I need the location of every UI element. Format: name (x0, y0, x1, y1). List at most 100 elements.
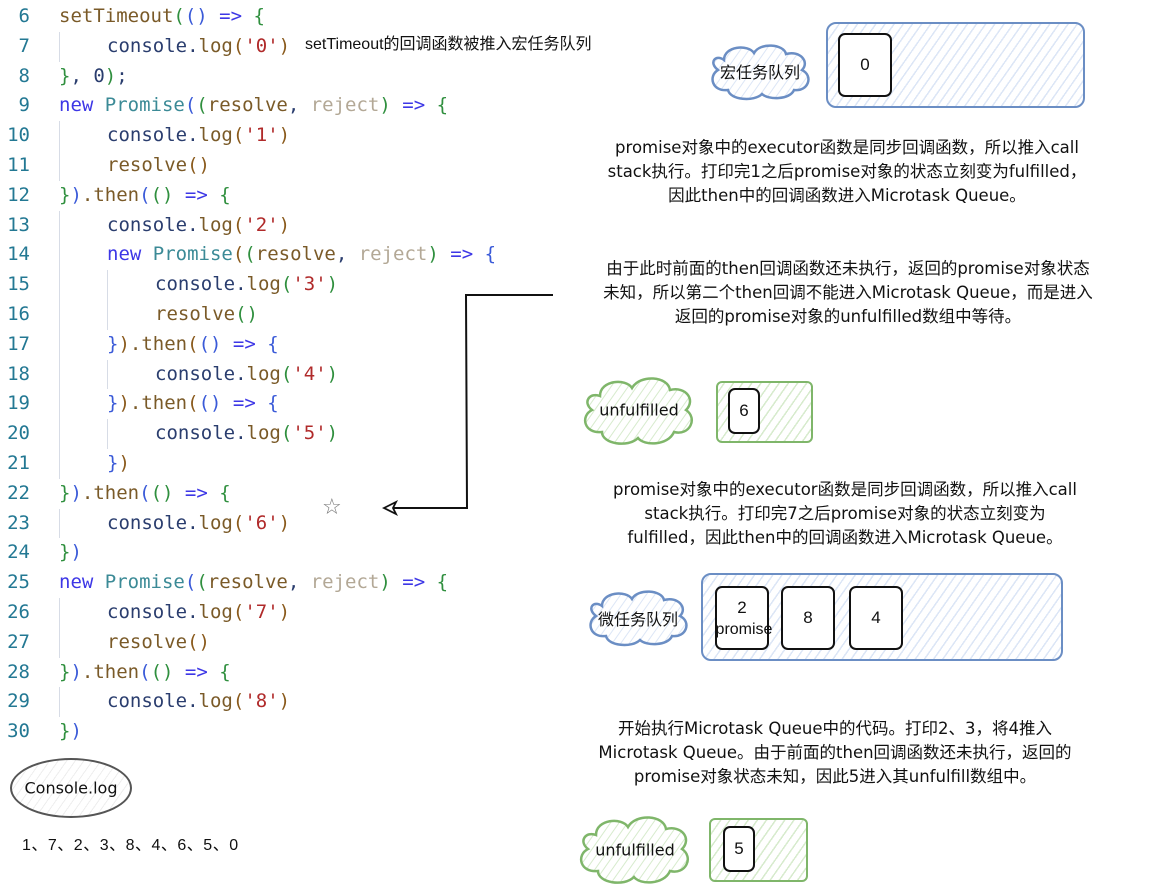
indent-guide (59, 150, 60, 181)
code-line: 22 }).then(() => { (0, 479, 540, 509)
code-token: ) (118, 332, 130, 355)
indent-guide (59, 31, 60, 62)
code-token: ) (70, 183, 82, 206)
code-token: () (150, 183, 174, 206)
code-token: () (187, 153, 210, 176)
code-text: new Promise((resolve, reject) => { (59, 568, 448, 598)
code-token: ) (326, 273, 339, 296)
code-token: . (187, 124, 199, 147)
code-token: '2' (244, 213, 279, 236)
code-line: 17}).then(() => { (0, 329, 540, 360)
code-token: } (107, 392, 119, 415)
star-icon: ☆ (322, 495, 342, 520)
code-token: ( (280, 362, 293, 385)
settimeout-note: setTimeout的回调函数被推入宏任务队列 (305, 36, 592, 53)
explanation-3: promise对象中的executor函数是同步回调函数，所以推入call st… (555, 478, 1135, 550)
code-token: ) (118, 392, 130, 415)
code-token: ( (139, 660, 151, 683)
code-text: }).then(() => { (107, 389, 279, 419)
code-token: ( (232, 34, 245, 57)
code-token: reject (310, 571, 380, 594)
code-token: , (335, 243, 359, 266)
line-number: 7 (18, 34, 30, 57)
indent-guide (59, 210, 60, 241)
code-token: ) (118, 451, 130, 474)
code-token: .then (81, 660, 140, 683)
code-token: { (267, 332, 279, 355)
explanation-1: promise对象中的executor函数是同步回调函数，所以推入call st… (552, 136, 1142, 208)
code-token: resolve (107, 153, 188, 176)
indent-guide (59, 359, 60, 390)
code-token: ( (232, 511, 245, 534)
code-token: . (187, 600, 199, 623)
line-number: 6 (18, 5, 30, 27)
line-number: 30 (7, 720, 30, 743)
code-token: ) (379, 94, 391, 117)
line-number: 29 (7, 690, 30, 713)
code-text: }).then(() => { (59, 479, 231, 509)
code-token: ( (187, 332, 199, 355)
line-number: 22 (7, 481, 30, 504)
unfulfilled-cloud-1: unfulfilled (578, 372, 700, 448)
explanation-line: 因此then中的回调函数进入Microtask Queue。 (668, 186, 1026, 205)
queue-item-value: 6 (739, 401, 749, 420)
code-token: } (59, 720, 71, 743)
explanation-line: stack执行。打印完7之后promise对象的状态立刻变为 (644, 504, 1046, 523)
code-token: console (107, 600, 188, 623)
code-token: { (219, 481, 231, 504)
code-token: { (267, 392, 279, 415)
code-token: ( (232, 600, 245, 623)
indent-guide (107, 270, 108, 300)
line-number: 14 (7, 243, 30, 266)
code-token: ) (427, 243, 439, 266)
code-text: resolve() (155, 300, 258, 330)
code-token: { (253, 5, 265, 27)
code-text: }) (59, 538, 82, 568)
indent-guide (107, 359, 108, 390)
code-token: reject (310, 94, 380, 117)
code-token: { (219, 183, 231, 206)
indent-guide (59, 687, 60, 718)
explanation-line: stack执行。打印完1之后promise对象的状态立刻变为fulfilled， (607, 162, 1087, 181)
code-token: } (59, 660, 71, 683)
microtask-queue-label: 微任务队列 (597, 610, 678, 629)
code-token: () (150, 481, 174, 504)
code-line: 19}).then(() => { (0, 389, 540, 420)
code-token: ) (70, 720, 82, 743)
code-token: ) (70, 660, 82, 683)
code-token: '4' (292, 362, 327, 385)
code-text: }).then(() => { (107, 330, 279, 360)
queue-item: 6 (728, 388, 760, 434)
code-token: '3' (292, 273, 327, 296)
line-number: 25 (7, 571, 30, 594)
code-text: resolve() (107, 628, 210, 658)
code-token: console (107, 213, 188, 236)
macrotask-queue-label: 宏任务队列 (719, 63, 800, 82)
code-token: } (107, 332, 119, 355)
code-token: console (155, 422, 236, 445)
code-token: => (438, 243, 485, 266)
code-line: 12}).then(() => { (0, 181, 540, 211)
arrow-line (384, 294, 553, 509)
code-token: new (59, 94, 105, 117)
explanation-4: 开始执行Microtask Queue中的代码。打印2、3，将4推入 Micro… (550, 717, 1120, 789)
code-token: ( (232, 243, 245, 266)
code-token: reject (358, 243, 428, 266)
indent-guide (59, 270, 60, 300)
code-token: , (287, 94, 311, 117)
code-line: 24}) (0, 538, 540, 568)
code-token: ( (187, 392, 199, 415)
unfulfilled-box-1: 6 (716, 381, 813, 443)
code-token: , (287, 571, 311, 594)
code-token: log (198, 213, 233, 236)
arrow-head (381, 499, 399, 517)
code-token: ) (104, 64, 117, 87)
code-token: log (198, 600, 233, 623)
indent-guide (59, 329, 60, 360)
code-token: resolve (207, 94, 288, 117)
code-token: ( (184, 94, 197, 117)
